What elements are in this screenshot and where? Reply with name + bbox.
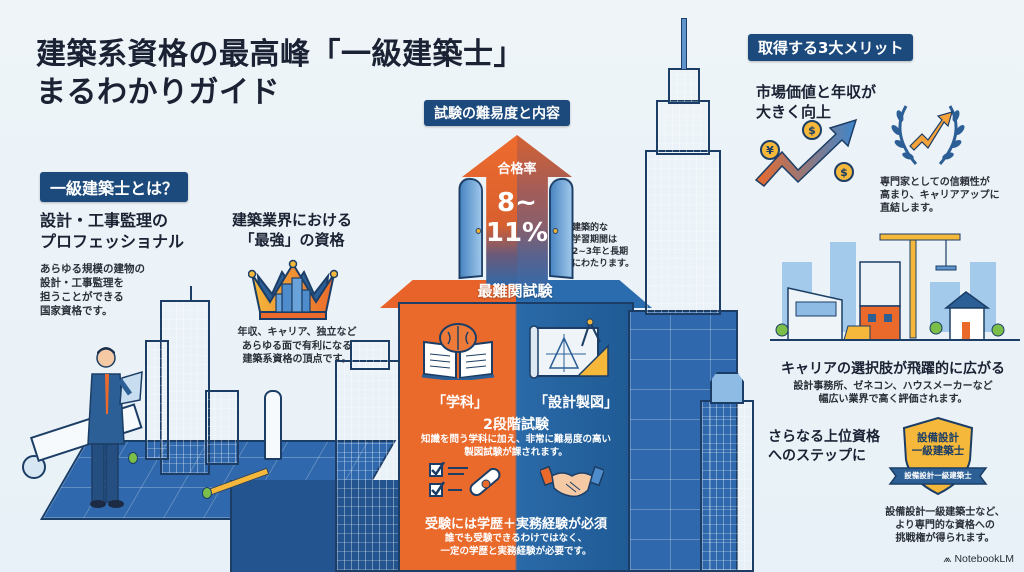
crown-icon xyxy=(248,259,338,320)
trust-desc-line: 直結します。 xyxy=(880,203,939,214)
step-up-description: 設備設計一級建築士など、 より専門的な資格への 挑戦権が得られます。 xyxy=(870,506,1020,545)
laurel-wreath-icon xyxy=(891,105,965,165)
page-title-line1: 建築系資格の最高峰「一級建築士」 xyxy=(36,37,524,72)
small-tower-icon xyxy=(700,400,754,572)
tree-icon xyxy=(128,452,138,464)
skyscraper-base xyxy=(628,310,738,572)
professional-desc-line: 設計・工事監理を xyxy=(40,277,124,289)
yen-coin-icon: ¥ xyxy=(760,140,780,160)
merits-section-label: 取得する3大メリット xyxy=(748,34,914,61)
shield-badge-icon xyxy=(888,416,988,496)
architect-figure-icon xyxy=(87,347,143,508)
platform-side xyxy=(230,480,400,572)
badge-text: 設備設計 一級建築士 xyxy=(906,432,970,458)
pass-rate-label: 合格率 xyxy=(497,162,537,177)
professional-heading: 設計・工事監理の プロフェッショナル xyxy=(40,210,184,252)
skyscraper-crown xyxy=(668,68,700,104)
badge-text-line1: 設備設計 xyxy=(917,432,959,444)
rising-income-arrow-icon xyxy=(754,118,858,188)
book-brain-icon xyxy=(421,323,495,380)
page-title-line2: まるわかりガイド xyxy=(36,75,280,110)
career-description: 設計事務所、ゼネコン、ハウスメーカーなど 幅広い業界で高く評価されます。 xyxy=(762,380,1024,406)
subject-academic-label: 「学科」 xyxy=(432,395,488,411)
model-tower-wing xyxy=(145,340,169,460)
study-period-line: 学習期間は xyxy=(572,235,618,245)
trust-desc-line: 高まり、キャリアアップに xyxy=(880,190,1000,201)
subject-drafting-label: 「設計製図」 xyxy=(534,395,618,411)
strongest-desc-line: 建築系資格の頂点です。 xyxy=(242,354,352,365)
requirement-description: 誰でも受験できるわけではなく、 一定の学歴と実務経験が必要です。 xyxy=(398,532,634,558)
city-tower-icon xyxy=(335,360,405,572)
step-up-desc-line: 設備設計一級建築士など、 xyxy=(885,507,1005,518)
two-stage-description: 知識を問う学科に加え、非常に難易度の高い 製図試験が課されます。 xyxy=(398,433,634,459)
study-period-note: 建築的な 学習期間は 2~3年と長期 にわたります。 xyxy=(572,222,634,270)
income-heading: 市場価値と年収が 大きく向上 xyxy=(756,82,876,122)
notebooklm-watermark: ⩕ NotebookLM xyxy=(943,553,1014,566)
city-tower-top xyxy=(350,340,390,370)
two-stage-desc-line: 知識を問う学科に加え、非常に難易度の高い xyxy=(420,434,611,445)
step-up-heading-line2: へのステップに xyxy=(768,448,866,464)
exam-section-label: 試験の難易度と内容 xyxy=(424,100,570,126)
career-desc-line: 幅広い業界で高く評価されます。 xyxy=(818,394,968,405)
model-antenna xyxy=(190,286,192,302)
strongest-desc-line: あらゆる面で有利になる xyxy=(242,340,352,352)
professional-description: あらゆる規模の建物の 設計・工事監理を 担うことができる 国家資格です。 xyxy=(40,262,145,318)
professional-heading-line2: プロフェッショナル xyxy=(40,232,185,251)
rolled-plan-icon xyxy=(264,390,282,460)
professional-desc-line: 担うことができる xyxy=(40,291,124,303)
two-stage-title: 2段階試験 xyxy=(483,417,549,433)
career-desc-line: 設計事務所、ゼネコン、ハウスメーカーなど xyxy=(793,381,993,392)
strongest-heading-line2: 「最強」の資格 xyxy=(239,231,345,249)
model-tower-annex xyxy=(205,390,239,465)
pass-rate-value: 8~ 11% xyxy=(470,188,564,248)
requirement-desc-line: 一定の学歴と実務経験が必要です。 xyxy=(440,546,592,557)
model-tower-icon xyxy=(160,300,210,475)
blueprint-compass-icon xyxy=(529,318,609,379)
handshake-icon xyxy=(540,465,604,498)
professional-heading-line1: 設計・工事監理の xyxy=(40,211,169,230)
notebooklm-logo-icon: ⩕ xyxy=(943,553,955,565)
pass-rate-value-line1: 8~ xyxy=(497,188,537,218)
badge-text-line2: 一級建築士 xyxy=(911,445,965,457)
two-stage-desc-line: 製図試験が課されます。 xyxy=(464,447,568,458)
strongest-description: 年収、キャリア、独立など あらゆる面で有利になる 建築系資格の頂点です。 xyxy=(222,326,372,367)
hardest-exam-label: 最難関試験 xyxy=(477,282,553,300)
income-heading-line2: 大きく向上 xyxy=(756,103,832,121)
step-up-heading-line1: さらなる上位資格 xyxy=(768,429,880,445)
step-up-desc-line: より専門的な資格への xyxy=(895,520,995,531)
tree-icon xyxy=(202,487,212,499)
professional-desc-line: あらゆる規模の建物の xyxy=(40,263,145,275)
skyscraper-spire xyxy=(681,18,687,70)
badge-ribbon-text: 設備設計一級建築士 xyxy=(904,471,972,480)
dollar-coin-icon: $ xyxy=(834,162,854,182)
strongest-heading: 建築業界における 「最強」の資格 xyxy=(222,210,362,250)
pass-rate-value-line2: 11% xyxy=(485,218,549,248)
requirement-desc-line: 誰でも受験できるわけではなく、 xyxy=(444,533,588,544)
trust-desc-line: 専門家としての信頼性が xyxy=(880,177,990,188)
strongest-heading-line1: 建築業界における xyxy=(231,211,352,229)
study-period-line: 2~3年と長期 xyxy=(572,247,629,257)
checklist-diploma-icon xyxy=(429,462,501,497)
professional-desc-line: 国家資格です。 xyxy=(40,305,113,317)
income-heading-line1: 市場価値と年収が xyxy=(756,83,877,101)
strongest-desc-line: 年収、キャリア、独立など xyxy=(237,327,357,338)
requirement-title: 受験には学歴＋実務経験が必須 xyxy=(424,517,607,532)
small-tower-top xyxy=(710,372,744,404)
study-period-line: にわたります。 xyxy=(572,259,635,269)
about-section-label: 一級建築士とは？ xyxy=(40,172,189,202)
dollar-coin-icon: $ xyxy=(802,120,822,140)
page-title: 建築系資格の最高峰「一級建築士」 まるわかりガイド xyxy=(36,36,524,112)
step-up-heading: さらなる上位資格 へのステップに xyxy=(768,428,880,466)
skyscraper-upper xyxy=(656,100,710,155)
skyscraper-body-icon xyxy=(645,150,721,315)
step-up-desc-line: 挑戦権が得られます。 xyxy=(895,533,995,544)
trust-description: 専門家としての信頼性が 高まり、キャリアアップに 直結します。 xyxy=(880,176,1000,215)
career-heading: キャリアの選択肢が飛躍的に広がる xyxy=(781,361,1005,377)
construction-scene-icon xyxy=(770,233,1020,341)
notebooklm-label: NotebookLM xyxy=(954,553,1014,565)
study-period-line: 建築的な xyxy=(572,223,609,233)
